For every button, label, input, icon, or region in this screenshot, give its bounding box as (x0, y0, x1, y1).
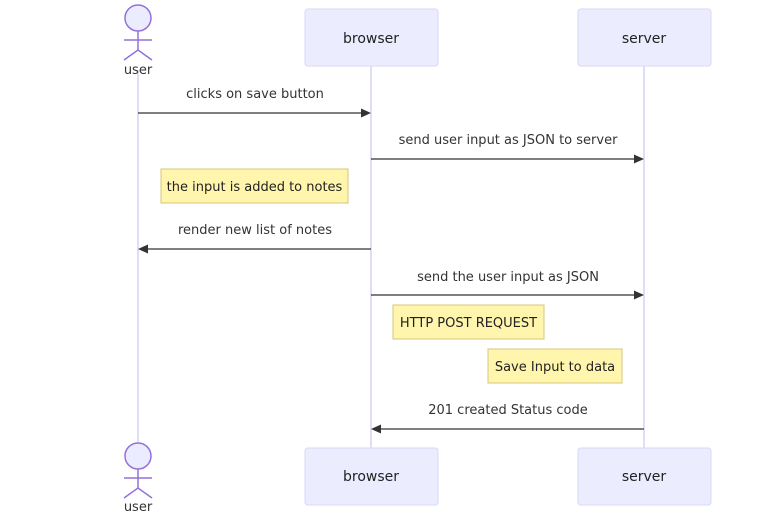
server-participant-bottom-label: server (622, 469, 667, 485)
message-3-label: render new list of notes (178, 223, 332, 238)
user-actor-label: user (124, 63, 153, 78)
browser-participant-top: browser (304, 8, 439, 67)
note-1-box (160, 168, 349, 204)
message-5: 201 created Status code (371, 403, 644, 434)
server-participant-top: server (577, 8, 712, 67)
message-4-arrowhead (634, 290, 644, 300)
message-1-label: clicks on save button (186, 87, 324, 102)
note-3-box (487, 348, 623, 384)
note-1: the input is added to notes (160, 168, 349, 204)
browser-participant-bottom-label: browser (343, 469, 399, 485)
message-2: send user input as JSON to server (371, 133, 644, 164)
message-3-arrowhead (138, 244, 148, 254)
user-actor-bottom-legs (123, 487, 153, 499)
user-actor-bottom: user (123, 442, 153, 515)
note-1-label: the input is added to notes (167, 180, 343, 195)
message-2-label: send user input as JSON to server (399, 133, 618, 148)
note-2-label: HTTP POST REQUEST (400, 316, 537, 331)
message-4-label: send the user input as JSON (417, 270, 599, 285)
server-participant-label: server (622, 31, 667, 47)
user-actor-head (124, 4, 152, 32)
note-3-label: Save Input to data (495, 360, 615, 375)
browser-participant-box (304, 8, 439, 67)
message-4: send the user input as JSON (371, 270, 644, 300)
message-5-label: 201 created Status code (428, 403, 588, 418)
server-participant-bottom-box (577, 447, 712, 506)
message-2-arrowhead (634, 154, 644, 164)
user-actor-legs (123, 49, 153, 61)
browser-participant-bottom: browser (304, 447, 439, 506)
browser-participant-bottom-box (304, 447, 439, 506)
message-1-arrowhead (361, 108, 371, 118)
message-3: render new list of notes (138, 223, 371, 254)
message-5-arrowhead (371, 424, 381, 434)
user-actor-bottom-head (124, 442, 152, 470)
note-2-box (392, 304, 545, 340)
note-3: Save Input to data (487, 348, 623, 384)
user-actor-bottom-label: user (124, 500, 153, 515)
note-2: HTTP POST REQUEST (392, 304, 545, 340)
user-actor-top: user (123, 4, 153, 78)
browser-participant-label: browser (343, 31, 399, 47)
server-participant-box (577, 8, 712, 67)
server-participant-bottom: server (577, 447, 712, 506)
message-1: clicks on save button (138, 87, 371, 118)
